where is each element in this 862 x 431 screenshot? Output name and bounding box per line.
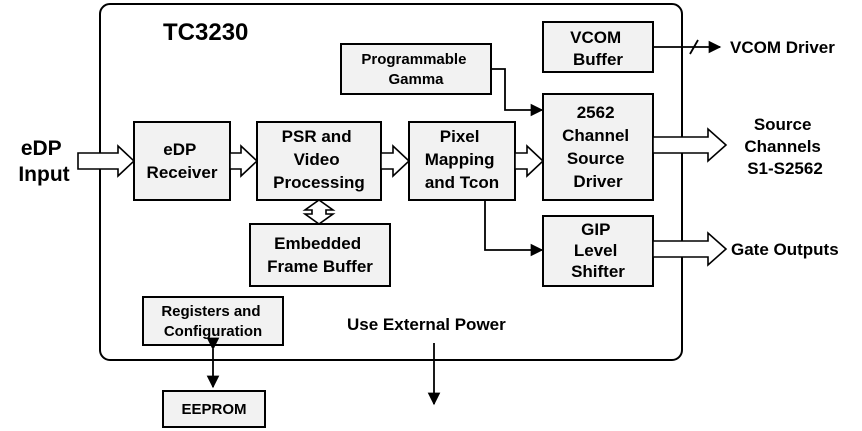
svg-text:Pixel Mapping and: Pixel Mapping and Tcon [425,127,500,192]
embedded-frame-buffer-block: Embedded Frame Buffer [249,223,391,287]
edp-input-label: eDP Input [18,137,69,186]
gip-level-shifter-block: GIP Level Shifter [542,215,654,287]
registers-configuration-block: Registers and Configuration [142,296,284,346]
edp-input-arrow [77,144,136,178]
svg-text:GIP Level Shifter: GIP Level Shifter [571,220,625,281]
psr-to-pixel-arrow [380,144,411,178]
svg-text:PSR and Video Proc: PSR and Video Processing [273,127,365,192]
svg-text:Embedded Frame Buffer: Embedded Frame Buffer [267,234,373,276]
receiver-to-psr-arrow [229,144,259,178]
eeprom-block: EEPROM [162,390,266,428]
external-power-label: Use External Power [347,315,506,334]
gamma-to-source-line [491,68,544,117]
pixel-to-gip-line [484,200,544,257]
svg-text:2562 Channel Sourc: 2562 Channel Source Driver [562,103,634,191]
vcom-bus-slash [689,39,699,55]
vcom-driver-label: VCOM Driver [730,38,835,57]
svg-text:Programmable Gamma: Programmable Gamma [361,51,470,88]
pixel-mapping-tcon-block: Pixel Mapping and Tcon [408,121,516,201]
gate-outputs-label: Gate Outputs [731,240,839,259]
source-driver-block: 2562 Channel Source Driver [542,93,654,201]
svg-text:eDP Receiver: eDP Receiver [147,140,218,182]
svg-text:VCOM Buffer: VCOM Buffer [570,28,626,69]
svg-text:EEPROM: EEPROM [181,401,246,418]
svg-text:Registers and Configurat: Registers and Configuration [161,303,264,340]
chip-outline [99,3,683,361]
source-channels-label: Source Channels S1-S2562 [744,115,825,178]
vcom-buffer-block: VCOM Buffer [542,21,654,73]
pixel-to-source-arrow [514,144,545,178]
source-output-arrow [652,127,728,163]
chip-title: TC3230 [163,19,248,46]
edp-receiver-block: eDP Receiver [133,121,231,201]
programmable-gamma-block: Programmable Gamma [340,43,492,95]
psr-video-processing-block: PSR and Video Processing [256,121,382,201]
gate-output-arrow [652,231,728,267]
